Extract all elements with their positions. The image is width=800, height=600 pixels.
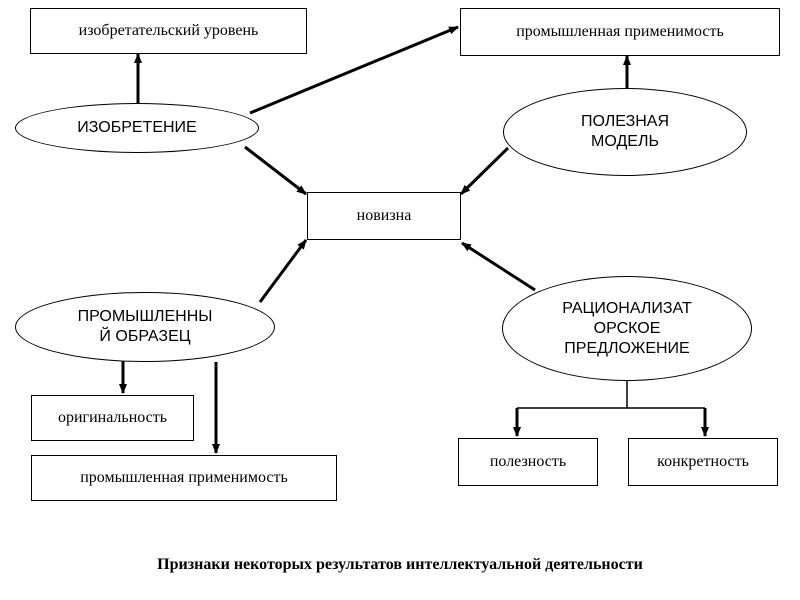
rationalization-label-line-2: ОРСКОЕ bbox=[593, 319, 661, 337]
invention-label-line-1: ИЗОБРЕТЕНИЕ bbox=[77, 119, 197, 136]
ellipse-industrial-design: ПРОМЫШЛЕННЫ Й ОБРАЗЕЦ bbox=[15, 292, 275, 362]
ellipse-invention: ИЗОБРЕТЕНИЕ bbox=[15, 103, 259, 153]
arrow-invention-to-industrial-applicability bbox=[249, 25, 459, 115]
box-industrial-applicability-top: промышленная применимость bbox=[460, 8, 780, 56]
rationalization-label-line-3: ПРЕДЛОЖЕНИЕ bbox=[564, 339, 690, 357]
arrow-invention-to-novelty bbox=[244, 145, 307, 196]
arrow-rationalization-to-novelty bbox=[461, 241, 536, 292]
ellipse-utility-model: ПОЛЕЗНАЯ МОДЕЛЬ bbox=[503, 88, 747, 176]
box-originality: оригинальность bbox=[31, 395, 194, 441]
ellipse-rationalization-proposal: РАЦИОНАЛИЗАТ ОРСКОЕ ПРЕДЛОЖЕНИЕ bbox=[502, 276, 752, 381]
box-industrial-applicability-bottom: промышленная применимость bbox=[31, 455, 337, 501]
box-novelty: новизна bbox=[307, 192, 461, 240]
arrow-industrial-design-to-novelty bbox=[258, 239, 308, 303]
box-usefulness: полезность bbox=[458, 438, 598, 486]
utility-model-label-line-1: ПОЛЕЗНАЯ bbox=[580, 113, 670, 130]
box-inventive-level: изобретательский уровень bbox=[30, 8, 307, 54]
arrow-utility-model-to-novelty bbox=[459, 146, 510, 196]
rationalization-label-line-1: РАЦИОНАЛИЗАТ bbox=[562, 299, 692, 317]
box-concreteness: конкретность bbox=[628, 438, 778, 486]
utility-model-label-line-2: МОДЕЛЬ bbox=[591, 133, 659, 150]
diagram-caption: Признаки некоторых результатов интеллект… bbox=[157, 556, 643, 573]
industrial-design-label-line-1: ПРОМЫШЛЕННЫ bbox=[77, 308, 213, 325]
industrial-design-label-line-2: Й ОБРАЗЕЦ bbox=[99, 328, 191, 345]
